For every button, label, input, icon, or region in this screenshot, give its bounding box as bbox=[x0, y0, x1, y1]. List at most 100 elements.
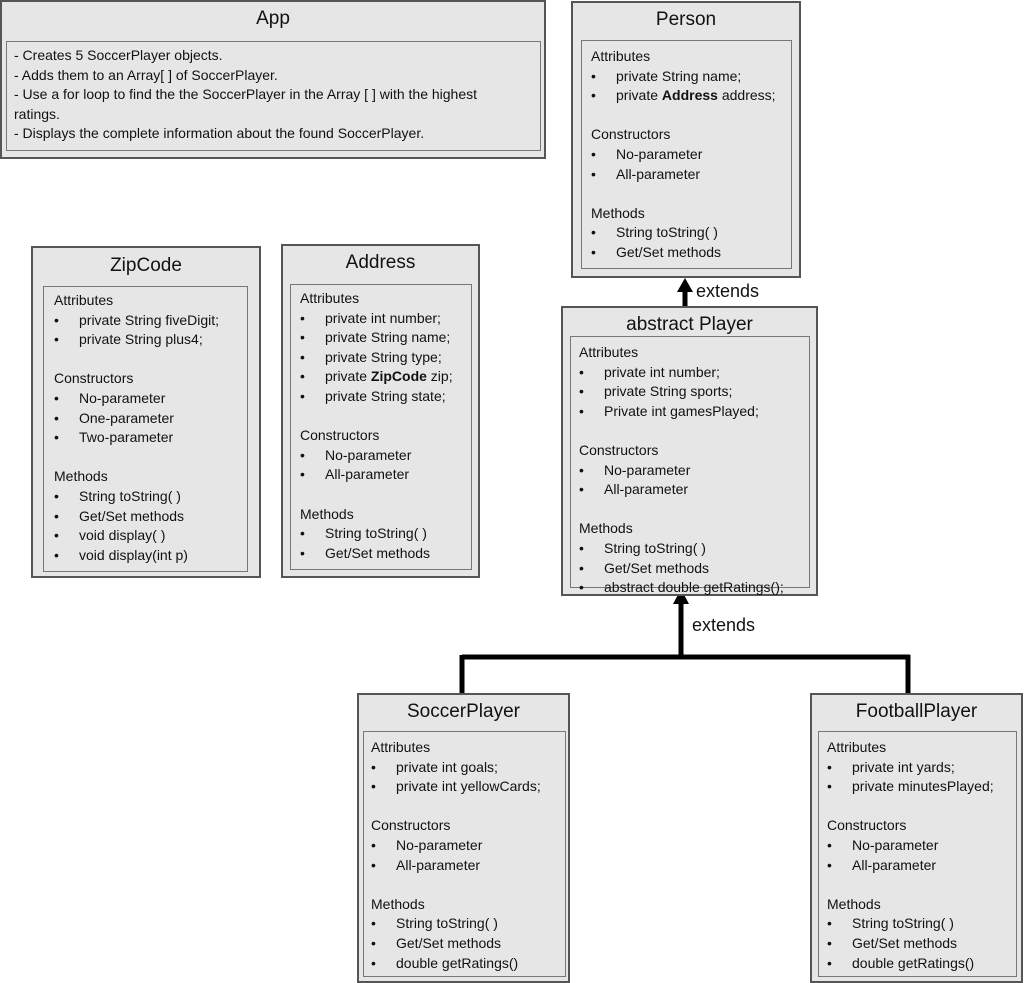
footballplayer-class-box: FootballPlayer Attributes private int ya… bbox=[810, 693, 1023, 983]
constructor-item: No-parameter bbox=[54, 389, 247, 409]
constructors-heading: Constructors bbox=[371, 817, 451, 834]
constructor-item: All-parameter bbox=[300, 465, 471, 485]
constructor-item: No-parameter bbox=[579, 461, 809, 481]
soccerplayer-class-box: SoccerPlayer Attributes private int goal… bbox=[357, 693, 570, 983]
soccerplayer-title: SoccerPlayer bbox=[407, 701, 520, 722]
app-description: - Creates 5 SoccerPlayer objects. - Adds… bbox=[6, 41, 541, 151]
attribute-item: Private int gamesPlayed; bbox=[579, 402, 809, 422]
constructors-heading: Constructors bbox=[54, 370, 134, 387]
player-class-box: abstract Player Attributes private int n… bbox=[561, 306, 818, 597]
zipcode-class-box: ZipCode Attributes private String fiveDi… bbox=[31, 246, 261, 578]
method-item: String toString( ) bbox=[827, 914, 1016, 934]
person-title: Person bbox=[655, 9, 717, 30]
attributes-section: Attributes private String fiveDigit; pri… bbox=[54, 291, 247, 350]
method-item: Get/Set methods bbox=[579, 559, 809, 579]
constructor-item: All-parameter bbox=[827, 856, 1016, 876]
methods-section: Methods String toString( ) Get/Set metho… bbox=[300, 505, 471, 564]
attributes-heading: Attributes bbox=[827, 739, 887, 755]
footballplayer-members: Attributes private int yards; private mi… bbox=[818, 731, 1017, 977]
attribute-item: private String sports; bbox=[579, 382, 809, 402]
method-item: double getRatings() bbox=[827, 954, 1016, 974]
attributes-section: Attributes private int goals; private in… bbox=[371, 738, 565, 797]
method-item: Get/Set methods bbox=[591, 243, 791, 263]
attributes-section: Attributes private int number; private S… bbox=[579, 343, 809, 421]
constructor-item: One-parameter bbox=[54, 409, 247, 429]
attributes-section: Attributes private int yards; private mi… bbox=[827, 738, 1016, 797]
zipcode-members: Attributes private String fiveDigit; pri… bbox=[43, 286, 248, 572]
method-item: void display( ) bbox=[54, 526, 247, 546]
person-class-box: Person Attributes private String name; p… bbox=[571, 1, 801, 278]
person-members: Attributes private String name; private … bbox=[581, 40, 792, 269]
arrowhead-person bbox=[677, 278, 693, 292]
constructor-item: All-parameter bbox=[591, 165, 791, 185]
attributes-heading: Attributes bbox=[591, 48, 651, 64]
extends-label-person: extends bbox=[696, 281, 760, 301]
app-line: ratings. bbox=[14, 105, 60, 122]
constructors-heading: Constructors bbox=[591, 126, 671, 143]
player-members: Attributes private int number; private S… bbox=[570, 336, 810, 597]
method-item: double getRatings() bbox=[371, 954, 565, 974]
methods-section: Methods String toString( ) Get/Set metho… bbox=[827, 895, 1016, 973]
attribute-item: private String state; bbox=[300, 387, 471, 407]
constructors-section: Constructors No-parameter All-parameter bbox=[827, 816, 1016, 875]
methods-section: Methods String toString( ) Get/Set metho… bbox=[579, 519, 809, 597]
constructors-heading: Constructors bbox=[579, 441, 659, 458]
app-class-box: App - Creates 5 SoccerPlayer objects. - … bbox=[0, 0, 546, 159]
methods-section: Methods String toString( ) Get/Set metho… bbox=[591, 204, 791, 263]
constructor-item: All-parameter bbox=[371, 856, 565, 876]
player-title: abstract Player bbox=[626, 314, 753, 335]
constructors-heading: Constructors bbox=[827, 817, 907, 834]
constructor-item: No-parameter bbox=[827, 836, 1016, 856]
method-item: String toString( ) bbox=[579, 539, 809, 559]
attributes-section: Attributes private int number; private S… bbox=[300, 289, 471, 407]
method-item: Get/Set methods bbox=[300, 544, 471, 564]
constructors-section: Constructors No-parameter One-parameter … bbox=[54, 369, 247, 447]
methods-heading: Methods bbox=[579, 520, 633, 537]
methods-section: Methods String toString( ) Get/Set metho… bbox=[371, 895, 565, 973]
attributes-heading: Attributes bbox=[371, 739, 431, 755]
attribute-item: private int yards; bbox=[827, 758, 1016, 778]
attribute-item-address: private Address address; bbox=[591, 86, 791, 106]
attribute-item: private int number; bbox=[579, 363, 809, 383]
method-item: abstract double getRatings(); bbox=[579, 578, 809, 598]
attribute-item: private int goals; bbox=[371, 758, 565, 778]
app-line: - Displays the complete information abou… bbox=[14, 125, 425, 142]
constructors-section: Constructors No-parameter All-parameter bbox=[579, 441, 809, 500]
attribute-item-zip: private ZipCode zip; bbox=[300, 367, 471, 387]
address-class-box: Address Attributes private int number; p… bbox=[281, 244, 480, 578]
methods-heading: Methods bbox=[54, 468, 108, 485]
constructors-section: Constructors No-parameter All-parameter bbox=[371, 816, 565, 875]
attribute-item: private String fiveDigit; bbox=[54, 311, 247, 331]
attribute-item: private String type; bbox=[300, 348, 471, 368]
app-line: - Adds them to an Array[ ] of SoccerPlay… bbox=[14, 66, 278, 83]
constructor-item: Two-parameter bbox=[54, 428, 247, 448]
attribute-item: private String name; bbox=[300, 328, 471, 348]
attribute-item: private String name; bbox=[591, 67, 791, 87]
address-members: Attributes private int number; private S… bbox=[290, 284, 472, 570]
method-item: Get/Set methods bbox=[54, 507, 247, 527]
attribute-item: private int number; bbox=[300, 309, 471, 329]
methods-heading: Methods bbox=[827, 895, 881, 912]
constructors-heading: Constructors bbox=[300, 427, 380, 444]
attributes-section: Attributes private String name; private … bbox=[591, 47, 791, 106]
zipcode-title: ZipCode bbox=[110, 255, 182, 276]
method-item: Get/Set methods bbox=[827, 934, 1016, 954]
soccerplayer-members: Attributes private int goals; private in… bbox=[363, 731, 566, 977]
method-item: String toString( ) bbox=[300, 524, 471, 544]
method-item: String toString( ) bbox=[371, 914, 565, 934]
app-title: App bbox=[256, 8, 290, 29]
attributes-heading: Attributes bbox=[54, 292, 114, 308]
constructor-item: No-parameter bbox=[300, 446, 471, 466]
methods-section: Methods String toString( ) Get/Set metho… bbox=[54, 467, 247, 565]
methods-heading: Methods bbox=[371, 895, 425, 912]
attributes-heading: Attributes bbox=[300, 290, 360, 306]
method-item: Get/Set methods bbox=[371, 934, 565, 954]
app-line: - Creates 5 SoccerPlayer objects. bbox=[14, 47, 223, 63]
method-item: String toString( ) bbox=[54, 487, 247, 507]
methods-heading: Methods bbox=[591, 204, 645, 221]
extends-label-player: extends bbox=[692, 615, 756, 635]
constructor-item: All-parameter bbox=[579, 480, 809, 500]
address-title: Address bbox=[345, 252, 416, 273]
attribute-item: private minutesPlayed; bbox=[827, 777, 1016, 797]
